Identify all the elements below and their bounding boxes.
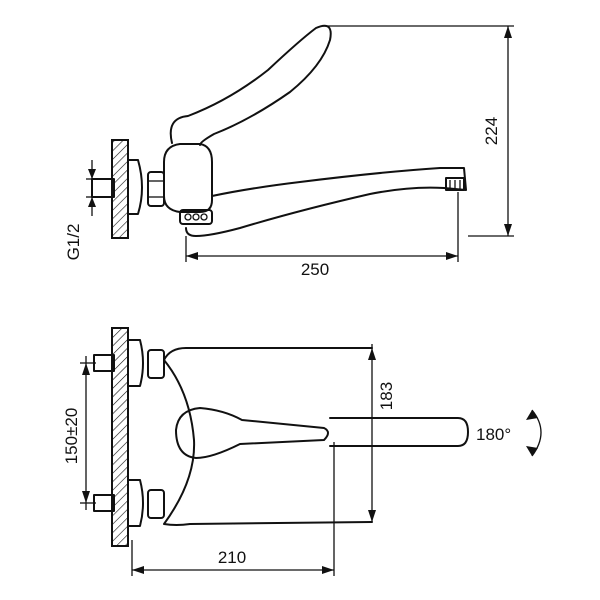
dim-length-label: 250 bbox=[301, 260, 329, 279]
top-spout bbox=[329, 417, 469, 447]
side-mixer-body bbox=[163, 143, 213, 213]
top-wall bbox=[111, 327, 129, 547]
rotation-indicator: 180° bbox=[476, 409, 542, 457]
side-wall bbox=[111, 139, 129, 239]
side-aerator bbox=[445, 177, 465, 191]
dim-spout-label: 183 bbox=[377, 382, 396, 410]
top-view: 183 150±20 210 180° bbox=[62, 327, 542, 576]
rotation-label: 180° bbox=[476, 425, 511, 444]
dim-length-250: 250 bbox=[185, 192, 459, 279]
dim-thread-g12: G1/2 bbox=[64, 160, 98, 260]
dim-reach-210: 210 bbox=[131, 442, 335, 576]
top-lever-handle bbox=[175, 407, 329, 459]
side-view: 224 250 G1/2 bbox=[64, 24, 514, 279]
dim-reach-label: 210 bbox=[218, 548, 246, 567]
top-inlet-lower bbox=[93, 479, 165, 527]
side-spout bbox=[185, 167, 467, 237]
top-mixer-body bbox=[163, 347, 373, 526]
dim-inlet-spacing-label: 150±20 bbox=[62, 408, 81, 465]
side-nut bbox=[147, 171, 165, 207]
side-flange bbox=[127, 159, 143, 215]
dim-thread-label: G1/2 bbox=[64, 224, 83, 261]
dim-height-224: 224 bbox=[322, 25, 514, 237]
dim-inlet-spacing: 150±20 bbox=[62, 356, 96, 510]
side-lever-handle bbox=[169, 24, 332, 146]
dim-spout-183: 183 bbox=[368, 344, 396, 522]
side-inlet-pipe bbox=[91, 178, 115, 198]
side-knurled-ring bbox=[179, 209, 213, 225]
dim-height-label: 224 bbox=[482, 117, 501, 145]
